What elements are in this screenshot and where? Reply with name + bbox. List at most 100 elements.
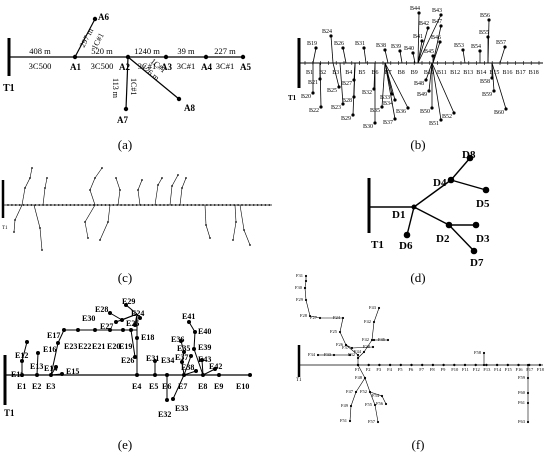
node-label-E25: E25 [126,319,139,328]
node-label-E1: E1 [17,382,26,391]
node-label-f: F32 [348,352,355,357]
node-B44 [417,11,421,15]
node-label-E2: E2 [32,382,41,391]
node-label-E29: E29 [122,297,135,306]
node-label-f: F24 [333,315,341,320]
node-B35 [380,105,384,109]
node-label-A8: A8 [184,103,195,113]
branch-B36 [384,62,409,109]
node-label-B17: B17 [516,70,526,76]
node-dot-e [171,397,175,401]
node-label-F13: F13 [483,367,491,372]
node-F5 [399,363,402,367]
node-dot-c [171,185,173,187]
node-label-B18: B18 [529,70,539,76]
node-dot-c [120,204,122,206]
node-label-D4: D4 [433,177,447,189]
node-label-B26: B26 [334,41,344,47]
node-label-B24: B24 [322,29,332,35]
branch-E30 [115,313,138,323]
node-B51 [439,118,443,122]
node-dot-c [31,167,33,169]
branch-f [369,391,383,397]
node-dot-c [217,204,220,206]
node-label-E18: E18 [141,333,154,342]
node-label-E10: E10 [236,382,249,391]
node-dot-c [116,204,119,206]
cable-label: 3C500 [91,61,114,71]
node-label-E4: E4 [132,382,141,391]
node-dot-c [18,204,21,206]
node-label-E36: E36 [171,335,184,344]
node-dot-c [194,204,197,206]
node-label-B25: B25 [327,88,337,94]
node-dot-c [96,204,99,206]
node-dot-c [241,204,243,206]
node-E23 [76,328,80,332]
node-dot-c [264,204,267,206]
node-label-B53: B53 [454,43,464,49]
node-label-B32: B32 [362,90,372,96]
branch-f [364,377,371,393]
branch-c [84,204,96,223]
node-dot-f [303,286,307,290]
node-dot-c [161,177,163,179]
node-label-E11: E11 [11,370,24,379]
node-dot-c [252,204,255,206]
node-B50 [430,106,434,110]
node-dot-c [92,204,95,206]
node-label-f: F31 [296,273,303,278]
branch-f [345,344,359,356]
node-dot-f [304,274,308,278]
node-label-f: F44 [354,349,362,354]
node-dot-c [53,204,56,206]
node-label-D7: D7 [470,257,484,269]
branch-c [154,184,159,206]
node-label-B39: B39 [391,44,401,50]
node-label-B37: B37 [383,120,393,126]
branch-B57 [499,46,506,64]
node-F18 [538,363,542,367]
node-dot-e [200,358,204,362]
node-dot-c [46,177,48,179]
length-label: 1240 m [134,46,160,56]
node-dot-f [370,338,374,342]
node-dot-c [112,204,115,206]
node-label-f: F33 [324,352,332,357]
node-label-F3: F3 [376,367,382,372]
length-label: 408 m [29,46,51,56]
branch-c [234,204,237,223]
node-dot-c [77,204,80,206]
branch-f [373,307,380,323]
node-dot-f [526,401,530,405]
node-dot-c [57,204,60,206]
node-B40 [411,51,415,55]
node-dot-f [304,279,308,283]
node-dot-c [141,179,143,181]
branch-B56 [487,19,490,64]
node-label-B49: B49 [417,92,427,98]
node-dot-e [138,316,142,320]
branch-B37 [384,62,396,120]
node-label-B13: B13 [463,70,473,76]
node-dot-c [155,204,158,206]
branch-c [171,174,179,187]
node-B45 [431,54,435,58]
node-dot-c [163,204,165,206]
source-label-c: T1 [2,226,8,231]
branch-c [42,187,46,206]
node-dot-f [344,343,348,347]
node-dot-e [153,359,157,363]
node-dot-c [14,204,17,206]
node-A4 [203,54,209,60]
node-label-E43: E43 [198,355,211,364]
node-label-f: F58 [474,350,482,355]
node-dot-c [131,204,134,206]
node-label-E31: E31 [146,354,159,363]
node-dot-c [115,177,117,179]
branch-c [84,221,89,239]
node-label-E23: E23 [64,342,77,351]
node-dot-c [124,204,126,206]
node-label-B11: B11 [437,70,447,76]
node-dot-c [167,204,169,206]
